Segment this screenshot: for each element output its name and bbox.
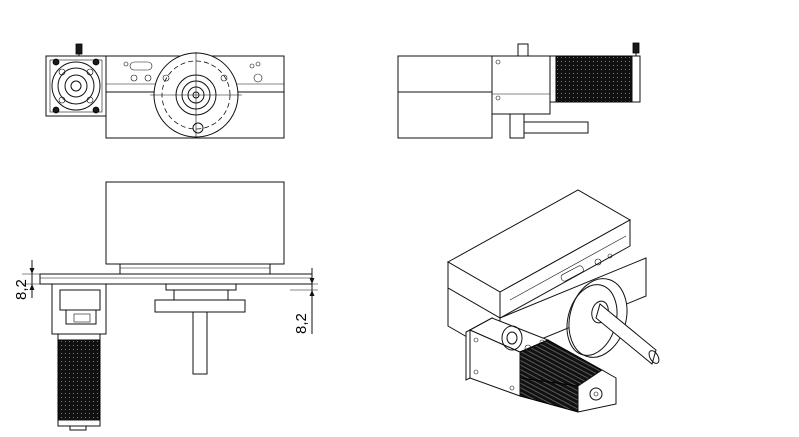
motor-top [57,339,101,421]
isometric-view [446,189,660,413]
dimension-right-label: 8,2 [293,313,310,334]
dimension-left-label: 8,2 [13,279,30,300]
handwheel-front [150,52,242,138]
motor-flange [45,43,107,117]
side-view [397,42,641,139]
front-view [45,43,285,139]
top-view: 8,2 8,2 [13,181,318,431]
handwheel-iso [566,278,660,365]
dimension-left: 8,2 [13,260,110,300]
motor-side [555,55,633,103]
dimension-right: 8,2 [284,268,318,334]
